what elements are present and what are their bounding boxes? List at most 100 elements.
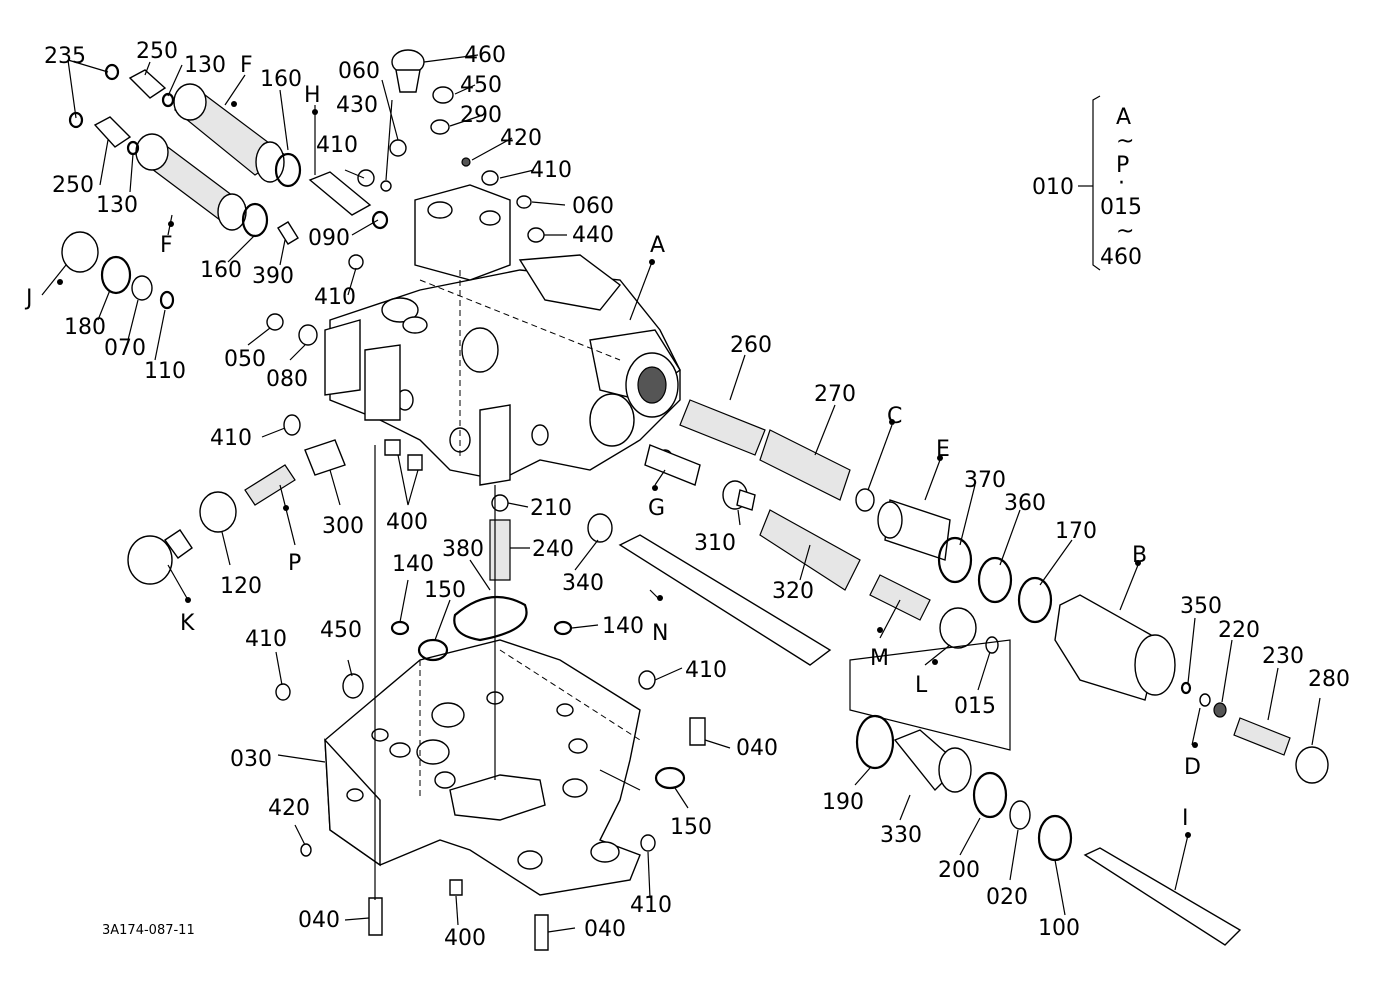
label-330: 330: [880, 823, 922, 848]
label-f-lower: F: [160, 233, 173, 258]
label-440: 440: [572, 223, 614, 248]
label-320: 320: [772, 579, 814, 604]
label-250-lower: 250: [52, 173, 94, 198]
marker-dots: [57, 101, 1198, 838]
label-j: J: [24, 286, 33, 311]
plug-assemblies-j-k: [61, 231, 346, 585]
label-050: 050: [224, 347, 266, 372]
label-c: C: [887, 404, 902, 429]
label-060-top: 060: [338, 59, 380, 84]
label-450-top: 450: [460, 73, 502, 98]
legend-tilde-1: ~: [1116, 129, 1134, 154]
leader-lines: [41, 54, 1321, 933]
label-110: 110: [144, 359, 186, 384]
label-350: 350: [1180, 594, 1222, 619]
label-420-top: 420: [500, 126, 542, 151]
label-370: 370: [964, 468, 1006, 493]
part-range-legend: 010 A ~ P · 015 ~ 460: [1032, 95, 1142, 271]
label-190: 190: [822, 790, 864, 815]
label-130-top: 130: [184, 53, 226, 78]
label-p: P: [288, 551, 301, 576]
label-300: 300: [322, 514, 364, 539]
label-n: N: [652, 621, 668, 646]
middle-components: [453, 399, 999, 666]
drawing-reference-number: 3A174-087-11: [102, 923, 195, 938]
label-340: 340: [562, 571, 604, 596]
label-f-top: F: [240, 53, 253, 78]
label-410-lower-right: 410: [685, 658, 727, 683]
lower-small-parts: [275, 439, 706, 951]
label-150-upper: 150: [424, 578, 466, 603]
label-310: 310: [694, 531, 736, 556]
label-h: H: [304, 83, 321, 108]
label-015: 015: [954, 694, 996, 719]
label-160-lower: 160: [200, 258, 242, 283]
plug-assembly-b: [937, 536, 1329, 784]
label-080: 080: [266, 367, 308, 392]
label-420-lower: 420: [268, 796, 310, 821]
legend-range-from: 015: [1100, 195, 1142, 220]
label-040-right: 040: [736, 736, 778, 761]
label-280: 280: [1308, 667, 1350, 692]
label-230: 230: [1262, 644, 1304, 669]
label-380: 380: [442, 537, 484, 562]
label-130-lower: 130: [96, 193, 138, 218]
label-410-lower-left: 410: [245, 627, 287, 652]
legend-range-to: 460: [1100, 245, 1142, 270]
legend-assembly-number: 010: [1032, 175, 1074, 200]
label-400-upper: 400: [386, 510, 428, 535]
label-250-top: 250: [136, 39, 178, 64]
label-410-mid: 410: [314, 285, 356, 310]
label-460: 460: [464, 43, 506, 68]
legend-tilde-2: ~: [1116, 219, 1134, 244]
spool-assemblies-f: [68, 63, 389, 245]
lower-valve-body-030: [324, 639, 641, 896]
label-120: 120: [220, 574, 262, 599]
lower-right-components: [849, 639, 1242, 946]
part-labels: 235 250 130 F 160 H 060 430 460 450 290 …: [24, 39, 1350, 951]
label-390: 390: [252, 264, 294, 289]
upper-valve-body: [324, 184, 681, 486]
label-i: I: [1182, 806, 1189, 831]
label-410-left: 410: [316, 133, 358, 158]
label-200: 200: [938, 858, 980, 883]
label-b: B: [1132, 543, 1147, 568]
legend-range-start: A: [1116, 105, 1131, 130]
label-360: 360: [1004, 491, 1046, 516]
label-240: 240: [532, 537, 574, 562]
label-090: 090: [308, 226, 350, 251]
label-290: 290: [460, 103, 502, 128]
label-070: 070: [104, 336, 146, 361]
label-d: D: [1184, 755, 1201, 780]
label-m: M: [870, 646, 889, 671]
label-410-left-mid: 410: [210, 426, 252, 451]
label-040-bottom-right: 040: [584, 917, 626, 942]
label-430: 430: [336, 93, 378, 118]
label-l: L: [915, 673, 928, 698]
label-060-right: 060: [572, 194, 614, 219]
label-g: G: [648, 496, 665, 521]
legend-range-mid: P: [1116, 153, 1129, 178]
label-170: 170: [1055, 519, 1097, 544]
label-e: E: [936, 437, 950, 462]
label-410-bottom: 410: [630, 893, 672, 918]
label-100: 100: [1038, 916, 1080, 941]
label-235: 235: [44, 44, 86, 69]
label-150-lower: 150: [670, 815, 712, 840]
top-fittings: [348, 49, 545, 270]
legend-separator: ·: [1118, 171, 1125, 196]
label-040-bottom-left: 040: [298, 908, 340, 933]
label-260: 260: [730, 333, 772, 358]
label-450-lower: 450: [320, 618, 362, 643]
label-030: 030: [230, 747, 272, 772]
label-160-top: 160: [260, 67, 302, 92]
label-210: 210: [530, 496, 572, 521]
label-a: A: [650, 233, 665, 258]
label-020: 020: [986, 885, 1028, 910]
label-140-right: 140: [602, 614, 644, 639]
label-400-lower: 400: [444, 926, 486, 951]
label-180: 180: [64, 315, 106, 340]
label-k: K: [180, 611, 195, 636]
label-140-left: 140: [392, 552, 434, 577]
